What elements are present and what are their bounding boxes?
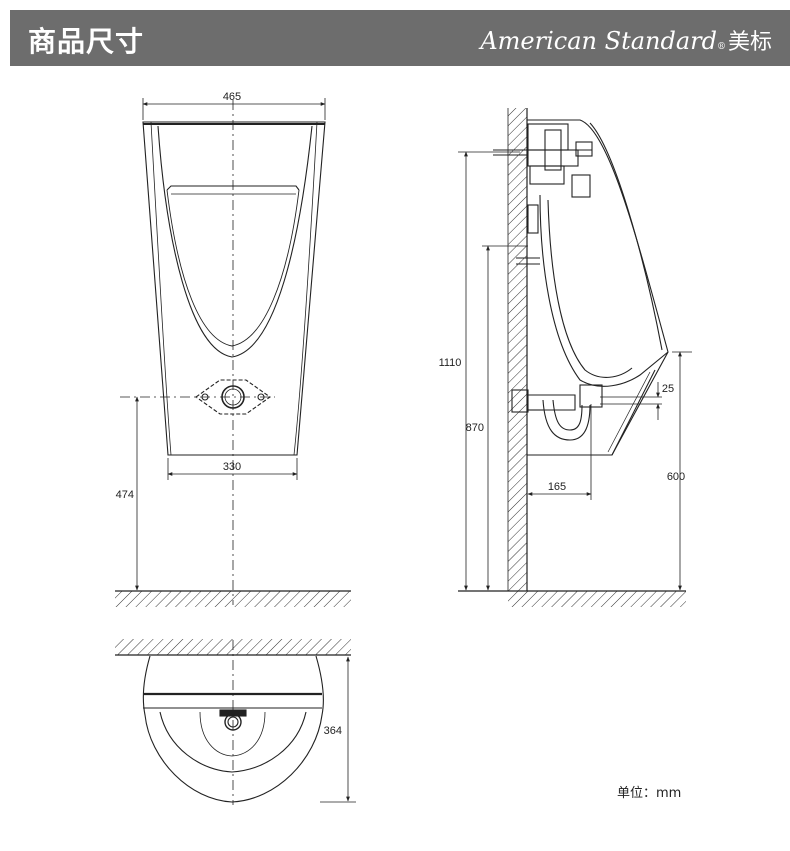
dim-side-offset: 25 [662, 383, 674, 395]
dim-front-width: 465 [223, 91, 241, 103]
brand-logo: American Standard®美标 [480, 24, 772, 56]
dim-front-base-width: 330 [223, 461, 241, 473]
side-view [493, 119, 669, 456]
top-inner-bowl [159, 711, 307, 773]
dim-side-total-height: 1110 [439, 357, 462, 369]
top-view [142, 640, 324, 805]
dim-top-depth: 364 [324, 725, 342, 737]
page-title: 商品尺寸 [28, 25, 145, 58]
front-dimensions [135, 98, 326, 591]
top-outer-shell [142, 655, 324, 803]
side-outer-shell [527, 119, 669, 456]
brand-name-cn: 美标 [727, 30, 772, 55]
side-wall [507, 108, 528, 591]
dim-side-rim-height: 600 [667, 471, 685, 483]
side-inner-bowl [539, 194, 669, 387]
side-outlet-trap [579, 384, 603, 408]
brand-name: American Standard [480, 27, 717, 55]
front-inner-bowl [157, 125, 313, 358]
unit-label: 单位：mm [617, 786, 682, 801]
top-dimensions [320, 656, 356, 803]
dim-side-inlet-height: 870 [466, 422, 484, 434]
brand-registered-mark: ® [716, 42, 726, 52]
front-view [120, 100, 326, 605]
side-floor [458, 590, 686, 607]
dim-front-outlet-height: 474 [116, 489, 134, 501]
front-outer-body [142, 121, 326, 456]
dim-side-outlet-depth: 165 [548, 481, 566, 493]
side-dimensions [458, 151, 692, 591]
side-inlet-valve [527, 123, 569, 151]
front-floor [115, 590, 351, 607]
header-bar: 商品尺寸 American Standard®美标 [10, 10, 790, 66]
